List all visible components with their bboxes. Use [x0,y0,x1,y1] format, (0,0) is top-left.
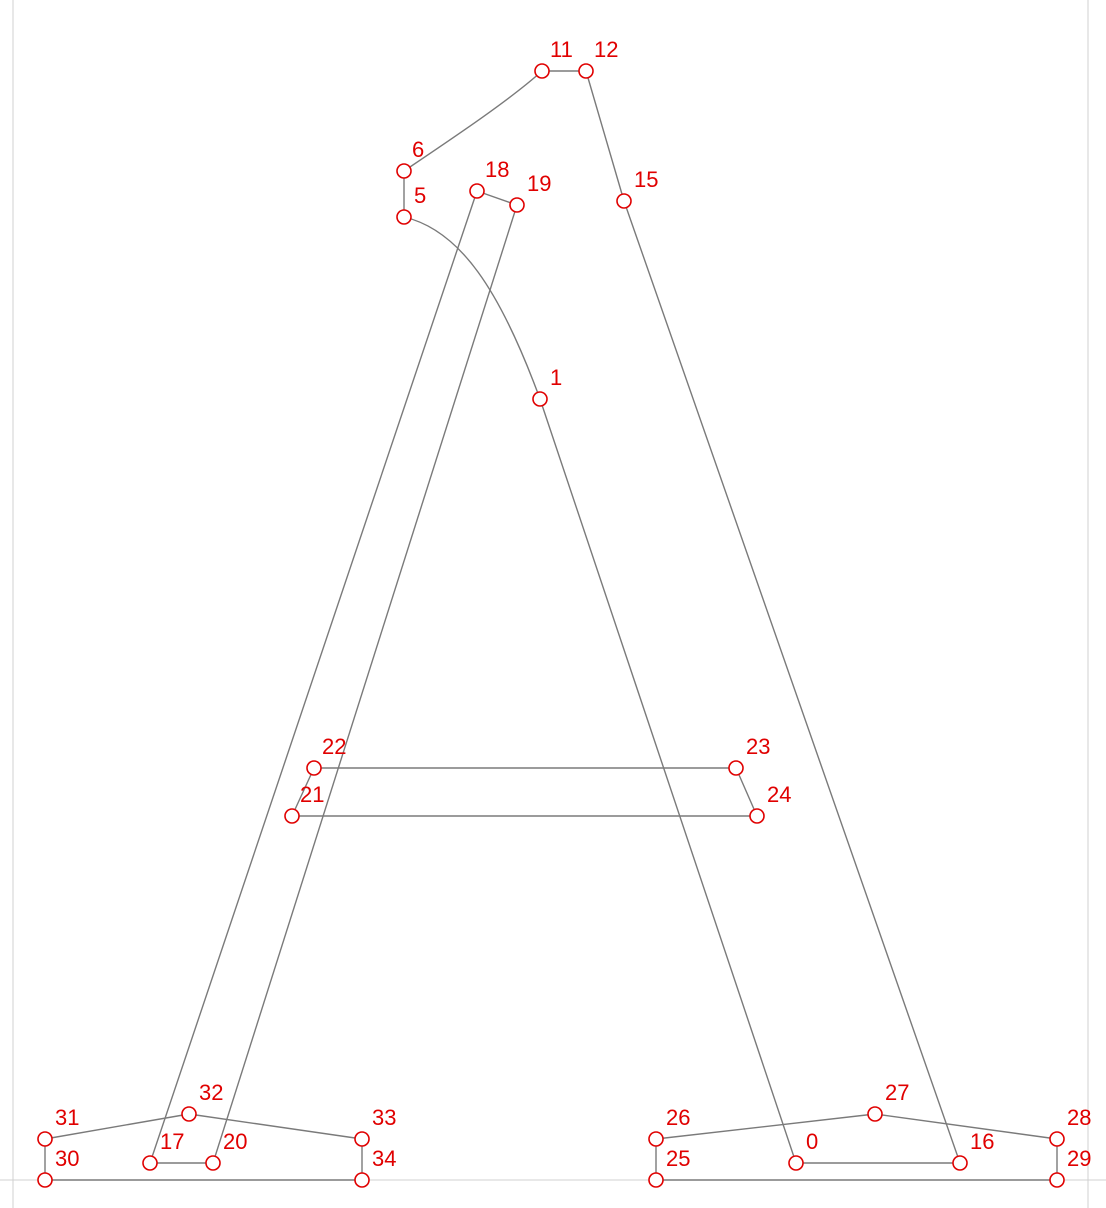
point-label-15: 15 [634,167,658,192]
segment-27-28 [874,1113,1058,1140]
point-19[interactable] [509,197,525,213]
point-label-17: 17 [160,1129,184,1154]
point-label-30: 30 [55,1146,79,1171]
point-label-34: 34 [372,1146,396,1171]
point-21[interactable] [284,808,300,824]
point-label-6: 6 [412,137,424,162]
segment-17-18 [149,190,478,1164]
point-label-28: 28 [1067,1105,1091,1130]
point-1[interactable] [532,391,548,407]
point-label-18: 18 [485,157,509,182]
point-20[interactable] [205,1155,221,1171]
segment-12-15 [585,70,625,202]
point-26[interactable] [648,1131,664,1147]
point-23[interactable] [728,760,744,776]
point-18[interactable] [469,183,485,199]
curve-6-11 [403,70,543,172]
point-label-11: 11 [550,37,573,62]
point-label-23: 23 [746,734,770,759]
point-29[interactable] [1049,1172,1065,1188]
point-12[interactable] [578,63,594,79]
segment-19-20 [212,204,518,1164]
curve-1-5 [403,216,541,400]
point-label-12: 12 [594,37,618,62]
point-label-5: 5 [414,183,426,208]
point-label-33: 33 [372,1105,396,1130]
segment-31-32 [44,1113,190,1140]
point-6[interactable] [396,163,412,179]
point-label-31: 31 [55,1105,79,1130]
point-label-0: 0 [806,1129,818,1154]
point-label-1: 1 [550,365,562,390]
point-33[interactable] [354,1131,370,1147]
point-27[interactable] [867,1106,883,1122]
point-5[interactable] [396,209,412,225]
point-24[interactable] [749,808,765,824]
point-17[interactable] [142,1155,158,1171]
point-label-21: 21 [300,782,324,807]
points-layer [37,63,1065,1188]
point-28[interactable] [1049,1131,1065,1147]
point-label-25: 25 [666,1146,690,1171]
point-25[interactable] [648,1172,664,1188]
segment-32-33 [188,1113,363,1140]
point-label-29: 29 [1067,1146,1091,1171]
point-31[interactable] [37,1131,53,1147]
point-34[interactable] [354,1172,370,1188]
segment-23-24 [735,767,758,817]
point-label-22: 22 [322,734,346,759]
point-label-32: 32 [199,1080,223,1105]
point-label-16: 16 [970,1129,994,1154]
point-30[interactable] [37,1172,53,1188]
point-label-24: 24 [767,782,791,807]
point-16[interactable] [952,1155,968,1171]
point-15[interactable] [616,193,632,209]
point-label-27: 27 [885,1080,909,1105]
point-label-19: 19 [527,171,551,196]
segment-15-16 [623,200,961,1164]
segment-26-27 [655,1113,876,1140]
point-0[interactable] [788,1155,804,1171]
point-32[interactable] [181,1106,197,1122]
point-11[interactable] [534,63,550,79]
segment-0-1 [539,398,797,1164]
segment-21-22 [291,767,315,817]
point-label-26: 26 [666,1105,690,1130]
point-label-20: 20 [223,1129,247,1154]
point-22[interactable] [306,760,322,776]
outline-layer [44,70,1058,1181]
